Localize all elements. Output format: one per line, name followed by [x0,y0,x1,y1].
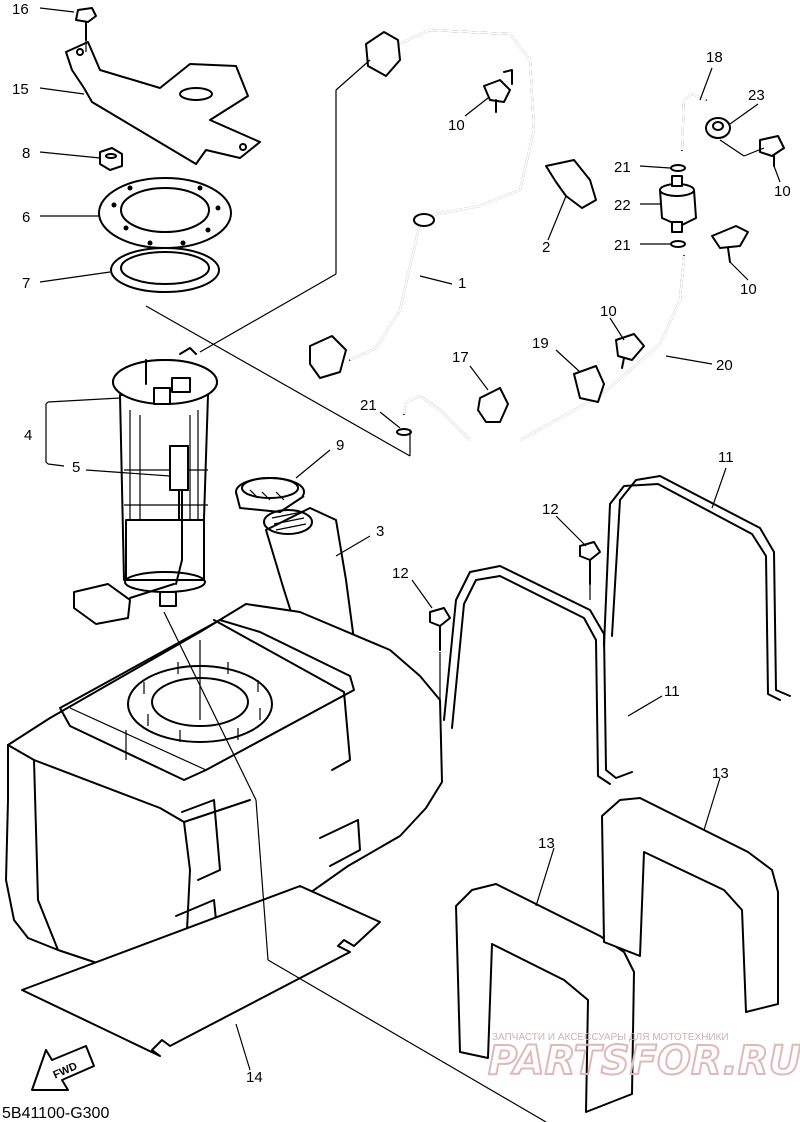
callout-20: 20 [716,357,733,374]
part-23-grommet [705,117,731,139]
part-12-bolt-b [579,541,601,585]
callout-14: 14 [246,1069,263,1086]
callout-1: 1 [458,275,466,292]
part-12-bolt-a [429,607,451,651]
callout-22: 22 [614,197,631,214]
callout-6: 6 [22,209,30,226]
watermark: ЗАПЧАСТИ И АКСЕССУАРЫ ДЛЯ МОТОТЕХНИКИ PA… [487,1032,800,1085]
part-10-clamp-b [759,135,785,167]
part-3-fuel-tank [5,507,443,973]
part-10-clamp-a [483,69,513,113]
part-1-fuel-hose [309,28,536,379]
part-18-hose [681,92,707,151]
leader-lines [39,7,781,1071]
callout-5: 5 [72,459,80,476]
fwd-direction-arrow: FWD [31,1045,95,1091]
part-13-pad-b [601,797,779,1013]
diagram-code: 5B41100-G300 [2,1105,109,1122]
callout-21-a: 21 [614,159,631,176]
callout-12-a: 12 [542,501,559,518]
callout-13-a: 13 [712,765,729,782]
callout-18: 18 [706,49,723,66]
part-22-filter [659,175,697,233]
callout-4: 4 [24,427,32,444]
part-13-pad-a [455,883,635,1113]
part-16-bolt [75,7,97,41]
part-21-clip-a [670,164,686,172]
watermark-brand: PARTSFOR.RU [488,1038,800,1084]
callout-17: 17 [452,349,469,366]
callout-13-b: 13 [538,835,555,852]
part-21-clip-b [670,240,686,248]
callout-11-a: 11 [718,449,734,466]
part-17-holder [477,387,509,423]
callout-10-d: 10 [600,303,617,320]
callout-10-a: 10 [448,117,465,134]
part-20-hose [403,255,685,441]
callout-2: 2 [542,239,550,256]
part-19-holder [573,365,605,403]
callout-21-b: 21 [614,237,631,254]
part-5-sender-unit [169,445,189,521]
callout-10-c: 10 [740,281,757,298]
callout-3: 3 [376,523,384,540]
callout-9: 9 [336,437,344,454]
part-15-bracket [65,41,261,165]
part-4-fuel-pump-assembly [112,347,218,607]
callout-10-b: 10 [774,183,791,200]
part-8-nut [99,147,123,171]
callout-23: 23 [748,87,765,104]
part-11-strap-b [603,475,791,701]
callout-8: 8 [22,145,30,162]
part-6-retainer-ring [98,177,232,249]
callout-7: 7 [22,275,30,292]
callout-16: 16 [12,1,29,18]
callout-21-c: 21 [360,397,377,414]
callout-19: 19 [532,335,549,352]
callout-11-b: 11 [664,683,680,700]
callout-labels: 16 15 8 6 7 4 5 9 3 1 10 2 18 23 10 21 2… [12,1,791,1086]
part-14-protector-plate [21,885,381,1057]
reference-lines [85,40,765,1122]
part-10-clamp-c [711,225,749,263]
part-11-strap-a [443,565,633,785]
callout-15: 15 [12,81,29,98]
pump-wire-connector [73,583,131,625]
part-7-gasket [110,247,220,293]
part-2-holder [545,159,597,209]
part-9-fuel-cap [235,477,305,513]
part-21-clip-c [396,428,412,436]
watermark-tagline: ЗАПЧАСТИ И АКСЕССУАРЫ ДЛЯ МОТОТЕХНИКИ [492,1032,729,1043]
part-10-clamp-d [615,333,645,369]
callout-12-b: 12 [392,565,409,582]
